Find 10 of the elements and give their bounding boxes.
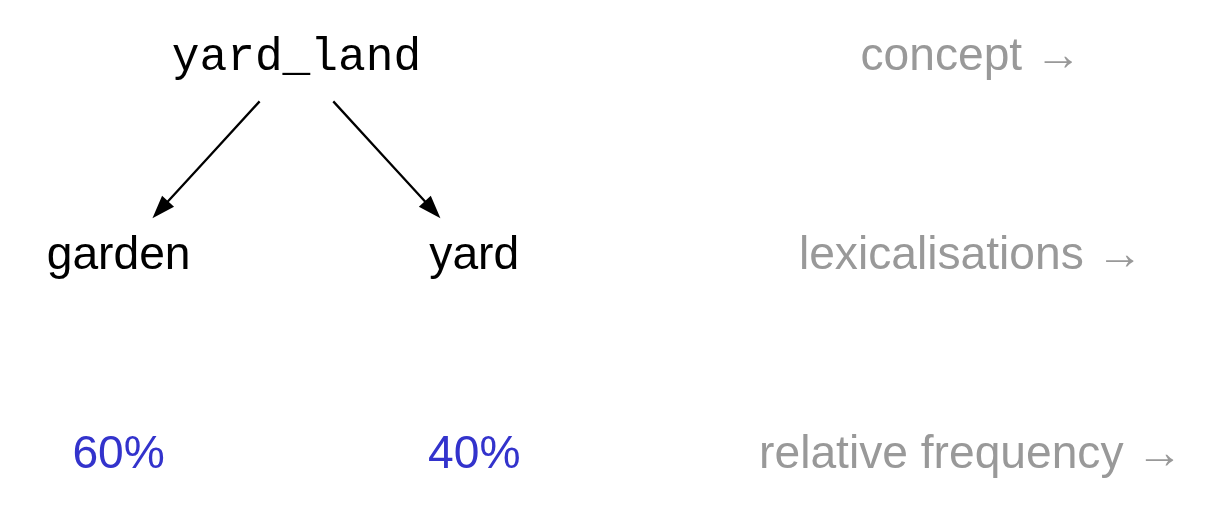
node-label: 40% [427,425,520,478]
node-text: yard [428,227,519,280]
label: concept → [859,28,1081,81]
arrow [331,100,440,219]
node-text: garden [46,227,191,280]
arrow [151,100,260,219]
node-text: yard_land [171,32,421,85]
label: lexicalisations → [798,227,1143,280]
label: relative frequency → [758,425,1183,478]
node-label: 60% [71,425,165,478]
